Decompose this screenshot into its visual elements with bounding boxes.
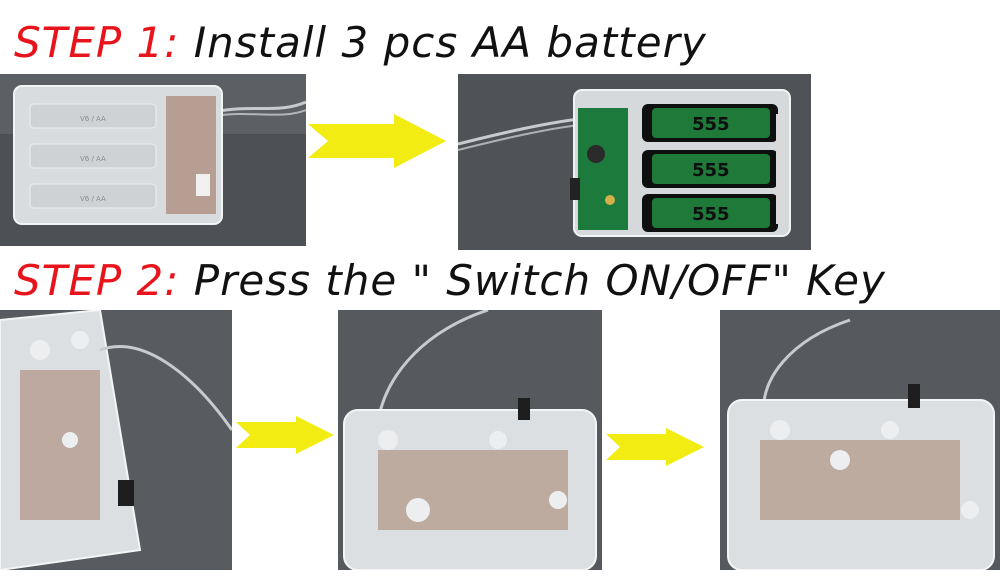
step-2-instruction: Press the " Switch ON/OFF" Key [179, 256, 886, 305]
step-2-heading: STEP 2: Press the " Switch ON/OFF" Key [14, 256, 886, 305]
battery-print-1: 555 [692, 114, 730, 135]
battery-print-2: 555 [692, 160, 730, 181]
battery-print-3: 555 [692, 204, 730, 225]
step-1-label: STEP 1: [14, 18, 180, 67]
step-2-label: STEP 2: [14, 256, 180, 305]
photo-switch-position-2 [720, 310, 1000, 570]
photo-open-case-batteries: 555 555 555 [458, 74, 811, 250]
case-print-3: V6 / AA [80, 195, 106, 203]
arrow-right-icon [604, 426, 708, 468]
step-1-instruction: Install 3 pcs AA battery [179, 18, 707, 67]
step-1-heading: STEP 1: Install 3 pcs AA battery [14, 18, 707, 67]
photo-case-side-switch [0, 310, 232, 570]
arrow-right-icon [234, 414, 338, 456]
case-print-1: V6 / AA [80, 115, 106, 123]
arrow-right-icon [306, 112, 456, 170]
photo-switch-position-1 [338, 310, 602, 570]
photo-closed-battery-case: V6 / AA V6 / AA V6 / AA [0, 74, 306, 246]
case-print-2: V6 / AA [80, 155, 106, 163]
